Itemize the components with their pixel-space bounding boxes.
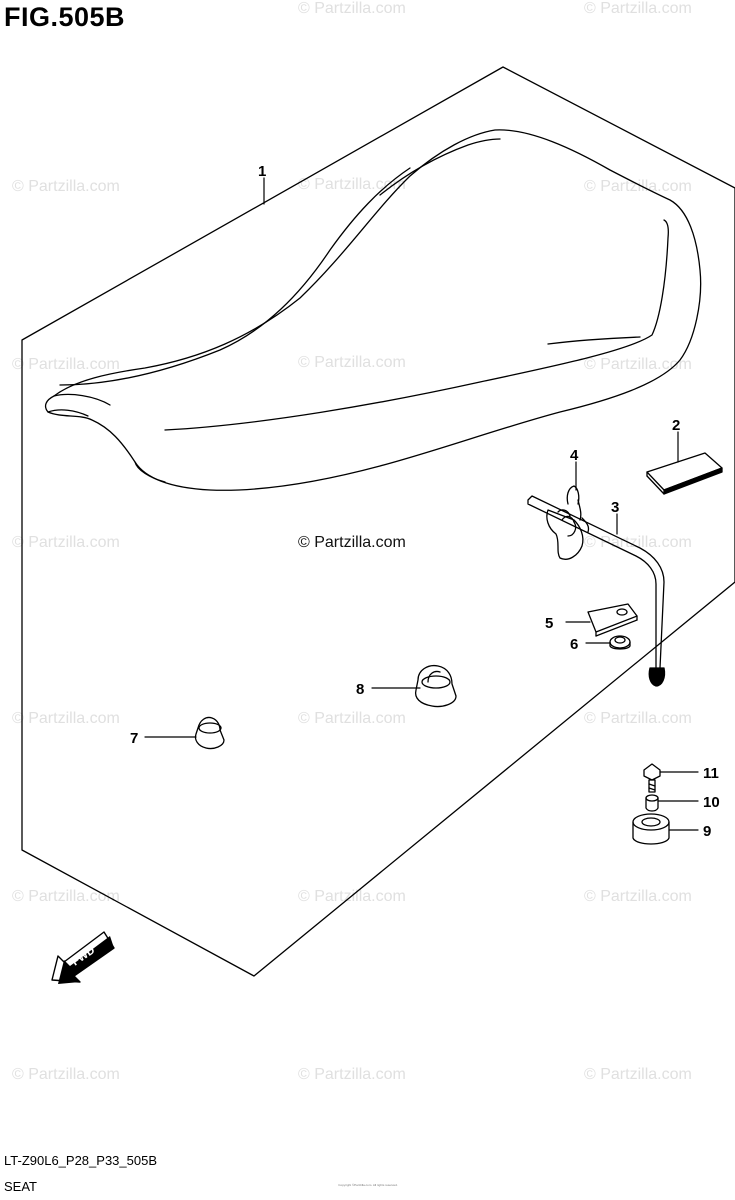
watermark: © Partzilla.com	[584, 710, 692, 727]
partzilla-credit: © Partzilla.com	[298, 534, 406, 551]
watermark: © Partzilla.com	[584, 888, 692, 905]
watermark: © Partzilla.com	[298, 176, 406, 193]
watermark: © Partzilla.com	[12, 356, 120, 373]
callout-9: 9	[703, 823, 711, 840]
watermark: © Partzilla.com	[12, 710, 120, 727]
watermark: © Partzilla.com	[12, 178, 120, 195]
seat-lock-drawing	[527, 485, 666, 687]
callout-7: 7	[130, 730, 138, 747]
watermark: © Partzilla.com	[12, 1066, 120, 1083]
watermark: © Partzilla.com	[12, 534, 120, 551]
seat-cushion-large-drawing	[414, 664, 457, 708]
callout-1: 1	[258, 163, 266, 180]
assembly-boundary	[21, 66, 735, 977]
callout-2: 2	[672, 417, 680, 434]
callout-8: 8	[356, 681, 364, 698]
fine-print: Copyright ©Partzilla.com. All rights res…	[338, 1183, 398, 1187]
watermark: © Partzilla.com	[584, 178, 692, 195]
callout-5: 5	[545, 615, 553, 632]
bolt-drawing	[643, 763, 661, 793]
watermark: © Partzilla.com	[298, 1066, 406, 1083]
spacer-drawing	[645, 794, 659, 812]
callout-10: 10	[703, 794, 720, 811]
watermark: © Partzilla.com	[298, 710, 406, 727]
callout-6: 6	[570, 636, 578, 653]
seat-pad-drawing	[646, 452, 723, 495]
seat-drawing	[44, 129, 702, 491]
watermark: © Partzilla.com	[298, 354, 406, 371]
figure-title: FIG.505B	[4, 2, 126, 32]
callout-3: 3	[611, 499, 619, 516]
callout-11: 11	[703, 765, 719, 782]
watermark: © Partzilla.com	[298, 0, 406, 17]
rubber-cushion-drawing	[632, 813, 670, 845]
watermark: © Partzilla.com	[584, 534, 692, 551]
callout-labels: 1 2 3 4 5 6 7 8 9 10 11	[130, 163, 720, 840]
seat-cushion-small-drawing	[194, 716, 225, 750]
diagram-code: LT-Z90L6_P28_P33_505B	[4, 1153, 157, 1168]
washer-drawing	[609, 635, 631, 650]
leader-lines	[144, 177, 699, 831]
lock-plate-drawing	[587, 603, 638, 637]
watermark: © Partzilla.com	[584, 1066, 692, 1083]
watermark: © Partzilla.com	[584, 0, 692, 17]
fwd-arrow-icon: FWD	[51, 931, 115, 984]
watermark: © Partzilla.com	[12, 888, 120, 905]
diagram-name: SEAT	[4, 1179, 37, 1194]
callout-4: 4	[570, 447, 579, 464]
watermark: © Partzilla.com	[584, 356, 692, 373]
